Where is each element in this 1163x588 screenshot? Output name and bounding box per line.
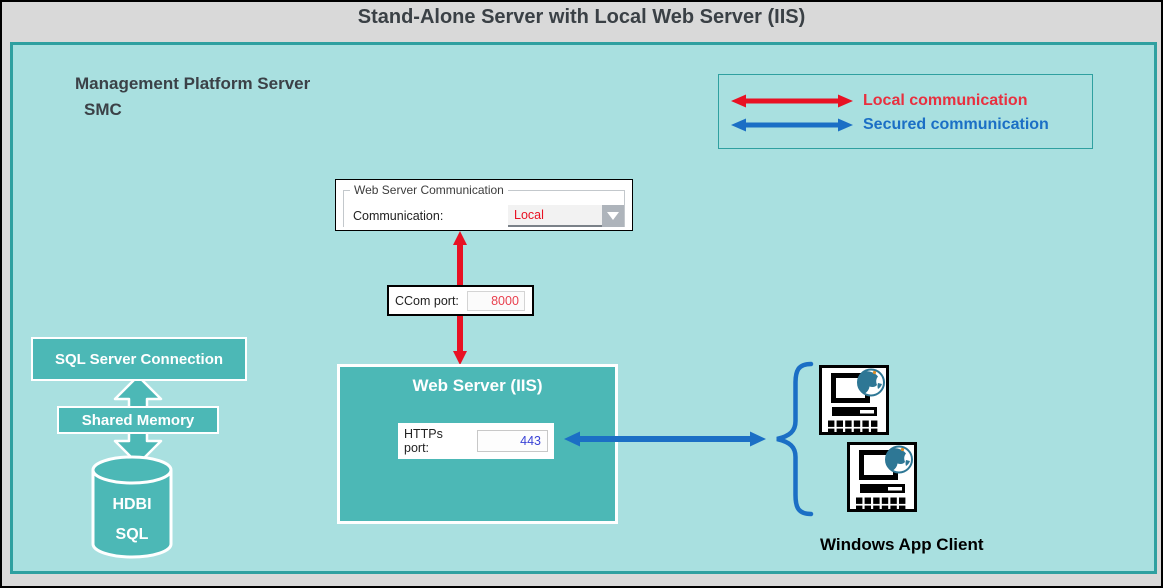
ccom-port-field[interactable]: 8000 bbox=[466, 290, 525, 311]
windows-app-client-icon bbox=[847, 442, 917, 512]
ccom-port-box: CCom port: 8000 bbox=[387, 285, 534, 316]
group-box-title: Web Server Communication bbox=[350, 183, 508, 197]
legend-row-local: Local communication bbox=[731, 89, 1092, 113]
legend: Local communication Secured communicatio… bbox=[718, 74, 1093, 149]
legend-label-secured: Secured communication bbox=[863, 116, 1049, 133]
database-cylinder-icon bbox=[91, 455, 173, 559]
communication-dropdown[interactable]: Local bbox=[508, 205, 624, 227]
sql-server-connection-box: SQL Server Connection bbox=[31, 337, 247, 381]
https-port-field[interactable]: 443 bbox=[477, 430, 548, 452]
secured-communication-arrow bbox=[564, 431, 766, 447]
windows-app-client-icon bbox=[819, 365, 889, 435]
ccom-port-label: CCom port: bbox=[395, 293, 459, 308]
red-double-arrow-icon bbox=[731, 94, 853, 108]
database-name-line2: SQL bbox=[115, 526, 149, 544]
platform-title: Management Platform Server bbox=[75, 74, 311, 93]
database-name: HDBI SQL bbox=[90, 490, 174, 551]
communication-dropdown-value[interactable]: Local bbox=[508, 205, 602, 227]
platform-subtitle: SMC bbox=[84, 100, 122, 119]
legend-row-secured: Secured communication bbox=[731, 113, 1092, 137]
web-server-iis-title: Web Server (IIS) bbox=[412, 376, 543, 395]
legend-label-local: Local communication bbox=[863, 92, 1028, 109]
page-title: Stand-Alone Server with Local Web Server… bbox=[357, 6, 806, 28]
dropdown-button[interactable] bbox=[602, 205, 624, 227]
database-name-line1: HDBI bbox=[112, 496, 152, 513]
sql-server-connection-label: SQL Server Connection bbox=[54, 350, 224, 368]
web-server-communication-dialog: Web Server Communication Communication: … bbox=[335, 179, 633, 231]
https-port-box: HTTPs port: 443 bbox=[398, 423, 554, 459]
clients-brace bbox=[776, 361, 814, 517]
windows-app-client-label: Windows App Client bbox=[820, 535, 984, 554]
chevron-down-icon bbox=[607, 212, 619, 220]
shared-memory-label: Shared Memory bbox=[81, 411, 195, 429]
blue-double-arrow-icon bbox=[731, 118, 853, 132]
https-port-label: HTTPs port: bbox=[404, 427, 443, 455]
communication-label: Communication: bbox=[353, 209, 444, 223]
web-server-iis-box: Web Server (IIS) HTTPs port: 443 bbox=[337, 364, 618, 524]
shared-memory-box: Shared Memory bbox=[57, 406, 219, 434]
